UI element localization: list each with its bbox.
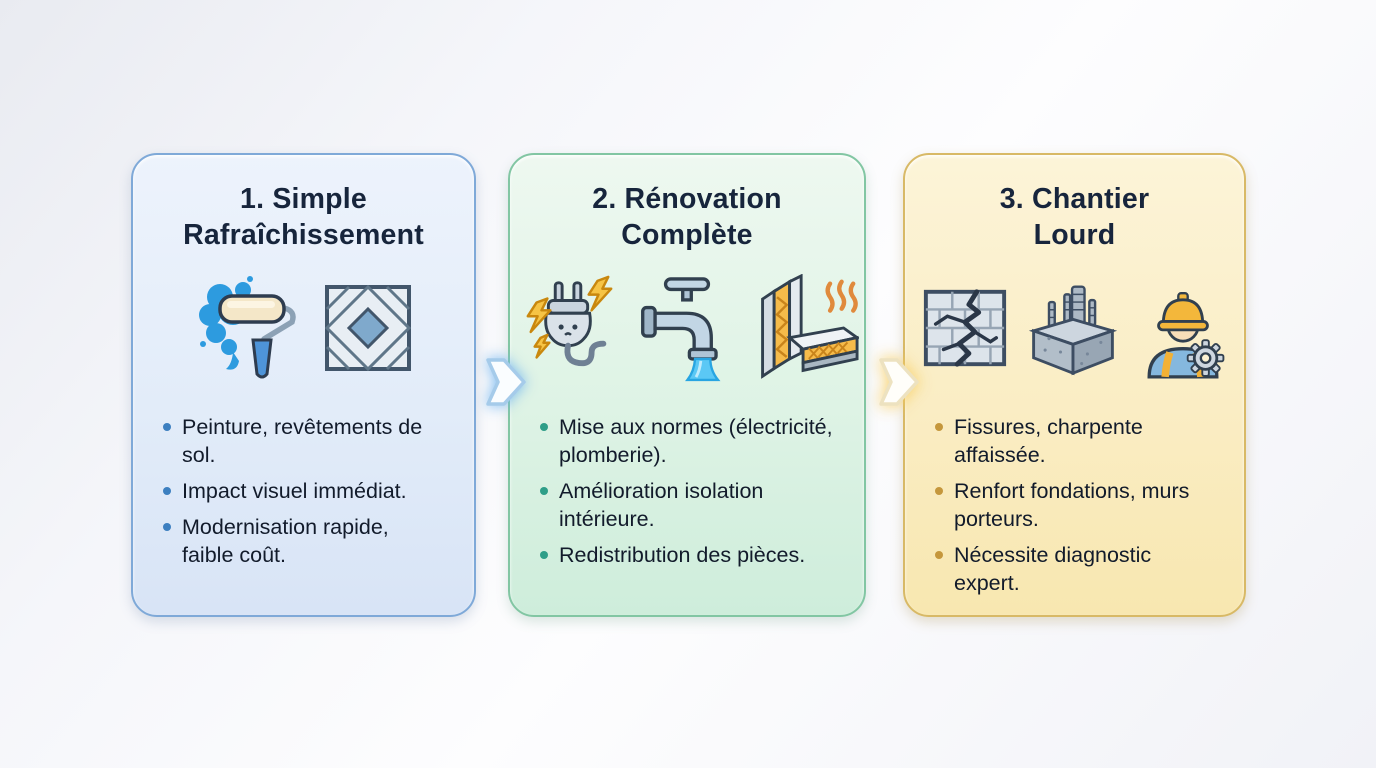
paint-roller-icon bbox=[193, 270, 308, 385]
card-title-line: Complète bbox=[621, 219, 753, 252]
bullet-text: Amélioration isolation intérieure. bbox=[559, 478, 764, 531]
card-title-line: 1. Simple bbox=[240, 183, 367, 215]
wall-insulation-icon bbox=[751, 273, 859, 382]
bullet-text: Mise aux normes (électricité, plomberie)… bbox=[559, 414, 833, 467]
bullet-dot-icon bbox=[935, 550, 943, 559]
bullet-text: Nécessite diagnostic expert. bbox=[954, 542, 1152, 595]
bullet-text: Modernisation rapide, faible coût. bbox=[182, 514, 389, 567]
bullet-text: Renfort fondations, murs porteurs. bbox=[954, 478, 1190, 531]
card-title-line: Rafraîchissement bbox=[183, 219, 424, 252]
bullet-item: Impact visuel immédiat. bbox=[163, 478, 468, 506]
icon-row bbox=[510, 268, 864, 388]
bullet-dot-icon bbox=[540, 422, 548, 431]
bullet-dot-icon bbox=[163, 522, 171, 531]
bullet-item: Nécessite diagnostic expert. bbox=[935, 542, 1238, 598]
bullet-item: Fissures, charpente affaissée. bbox=[935, 414, 1238, 470]
bullet-dot-icon bbox=[163, 422, 171, 431]
bullet-item: Mise aux normes (électricité, plomberie)… bbox=[540, 414, 858, 470]
card-title: 2. Rénovation Complète bbox=[518, 181, 856, 254]
icon-row bbox=[133, 268, 474, 388]
bullet-item: Modernisation rapide, faible coût. bbox=[163, 514, 468, 570]
bullet-dot-icon bbox=[540, 486, 548, 495]
faucet-icon bbox=[637, 272, 737, 384]
bullet-list: Mise aux normes (électricité, plomberie)… bbox=[510, 414, 864, 570]
bullet-text: Redistribution des pièces. bbox=[559, 542, 806, 567]
card-title: 3. Chantier Lourd bbox=[913, 181, 1236, 254]
tile-floor-icon bbox=[322, 282, 414, 374]
icon-row bbox=[905, 268, 1244, 388]
arrow-right-icon bbox=[873, 352, 925, 412]
bullet-item: Peinture, revêtements de sol. bbox=[163, 414, 468, 470]
bullet-text: Impact visuel immédiat. bbox=[182, 478, 407, 503]
card-chantier-lourd: 3. Chantier Lourd bbox=[903, 153, 1246, 617]
card-simple-rafraichissement: 1. Simple Rafraîchissement bbox=[131, 153, 476, 617]
bullet-item: Amélioration isolation intérieure. bbox=[540, 478, 858, 534]
bullet-list: Fissures, charpente affaissée. Renfort f… bbox=[905, 414, 1244, 598]
concrete-foundation-icon bbox=[1024, 279, 1122, 377]
bullet-dot-icon bbox=[163, 486, 171, 495]
bullet-text: Fissures, charpente affaissée. bbox=[954, 414, 1143, 467]
electric-plug-icon bbox=[515, 273, 623, 383]
bullet-list: Peinture, revêtements de sol. Impact vis… bbox=[133, 414, 474, 570]
bullet-dot-icon bbox=[935, 422, 943, 431]
card-title-line: Lourd bbox=[1033, 219, 1116, 252]
bullet-dot-icon bbox=[540, 550, 548, 559]
bullet-item: Renfort fondations, murs porteurs. bbox=[935, 478, 1238, 534]
card-title-line: 2. Rénovation bbox=[592, 183, 782, 215]
bullet-dot-icon bbox=[935, 486, 943, 495]
card-title-line: 3. Chantier bbox=[999, 183, 1150, 215]
bullet-item: Redistribution des pièces. bbox=[540, 542, 858, 570]
cracked-wall-icon bbox=[920, 283, 1010, 373]
construction-worker-icon bbox=[1136, 277, 1230, 379]
card-renovation-complete: 2. Rénovation Complète bbox=[508, 153, 866, 617]
card-title: 1. Simple Rafraîchissement bbox=[141, 181, 466, 254]
arrow-right-icon bbox=[480, 352, 532, 412]
bullet-text: Peinture, revêtements de sol. bbox=[182, 414, 423, 467]
